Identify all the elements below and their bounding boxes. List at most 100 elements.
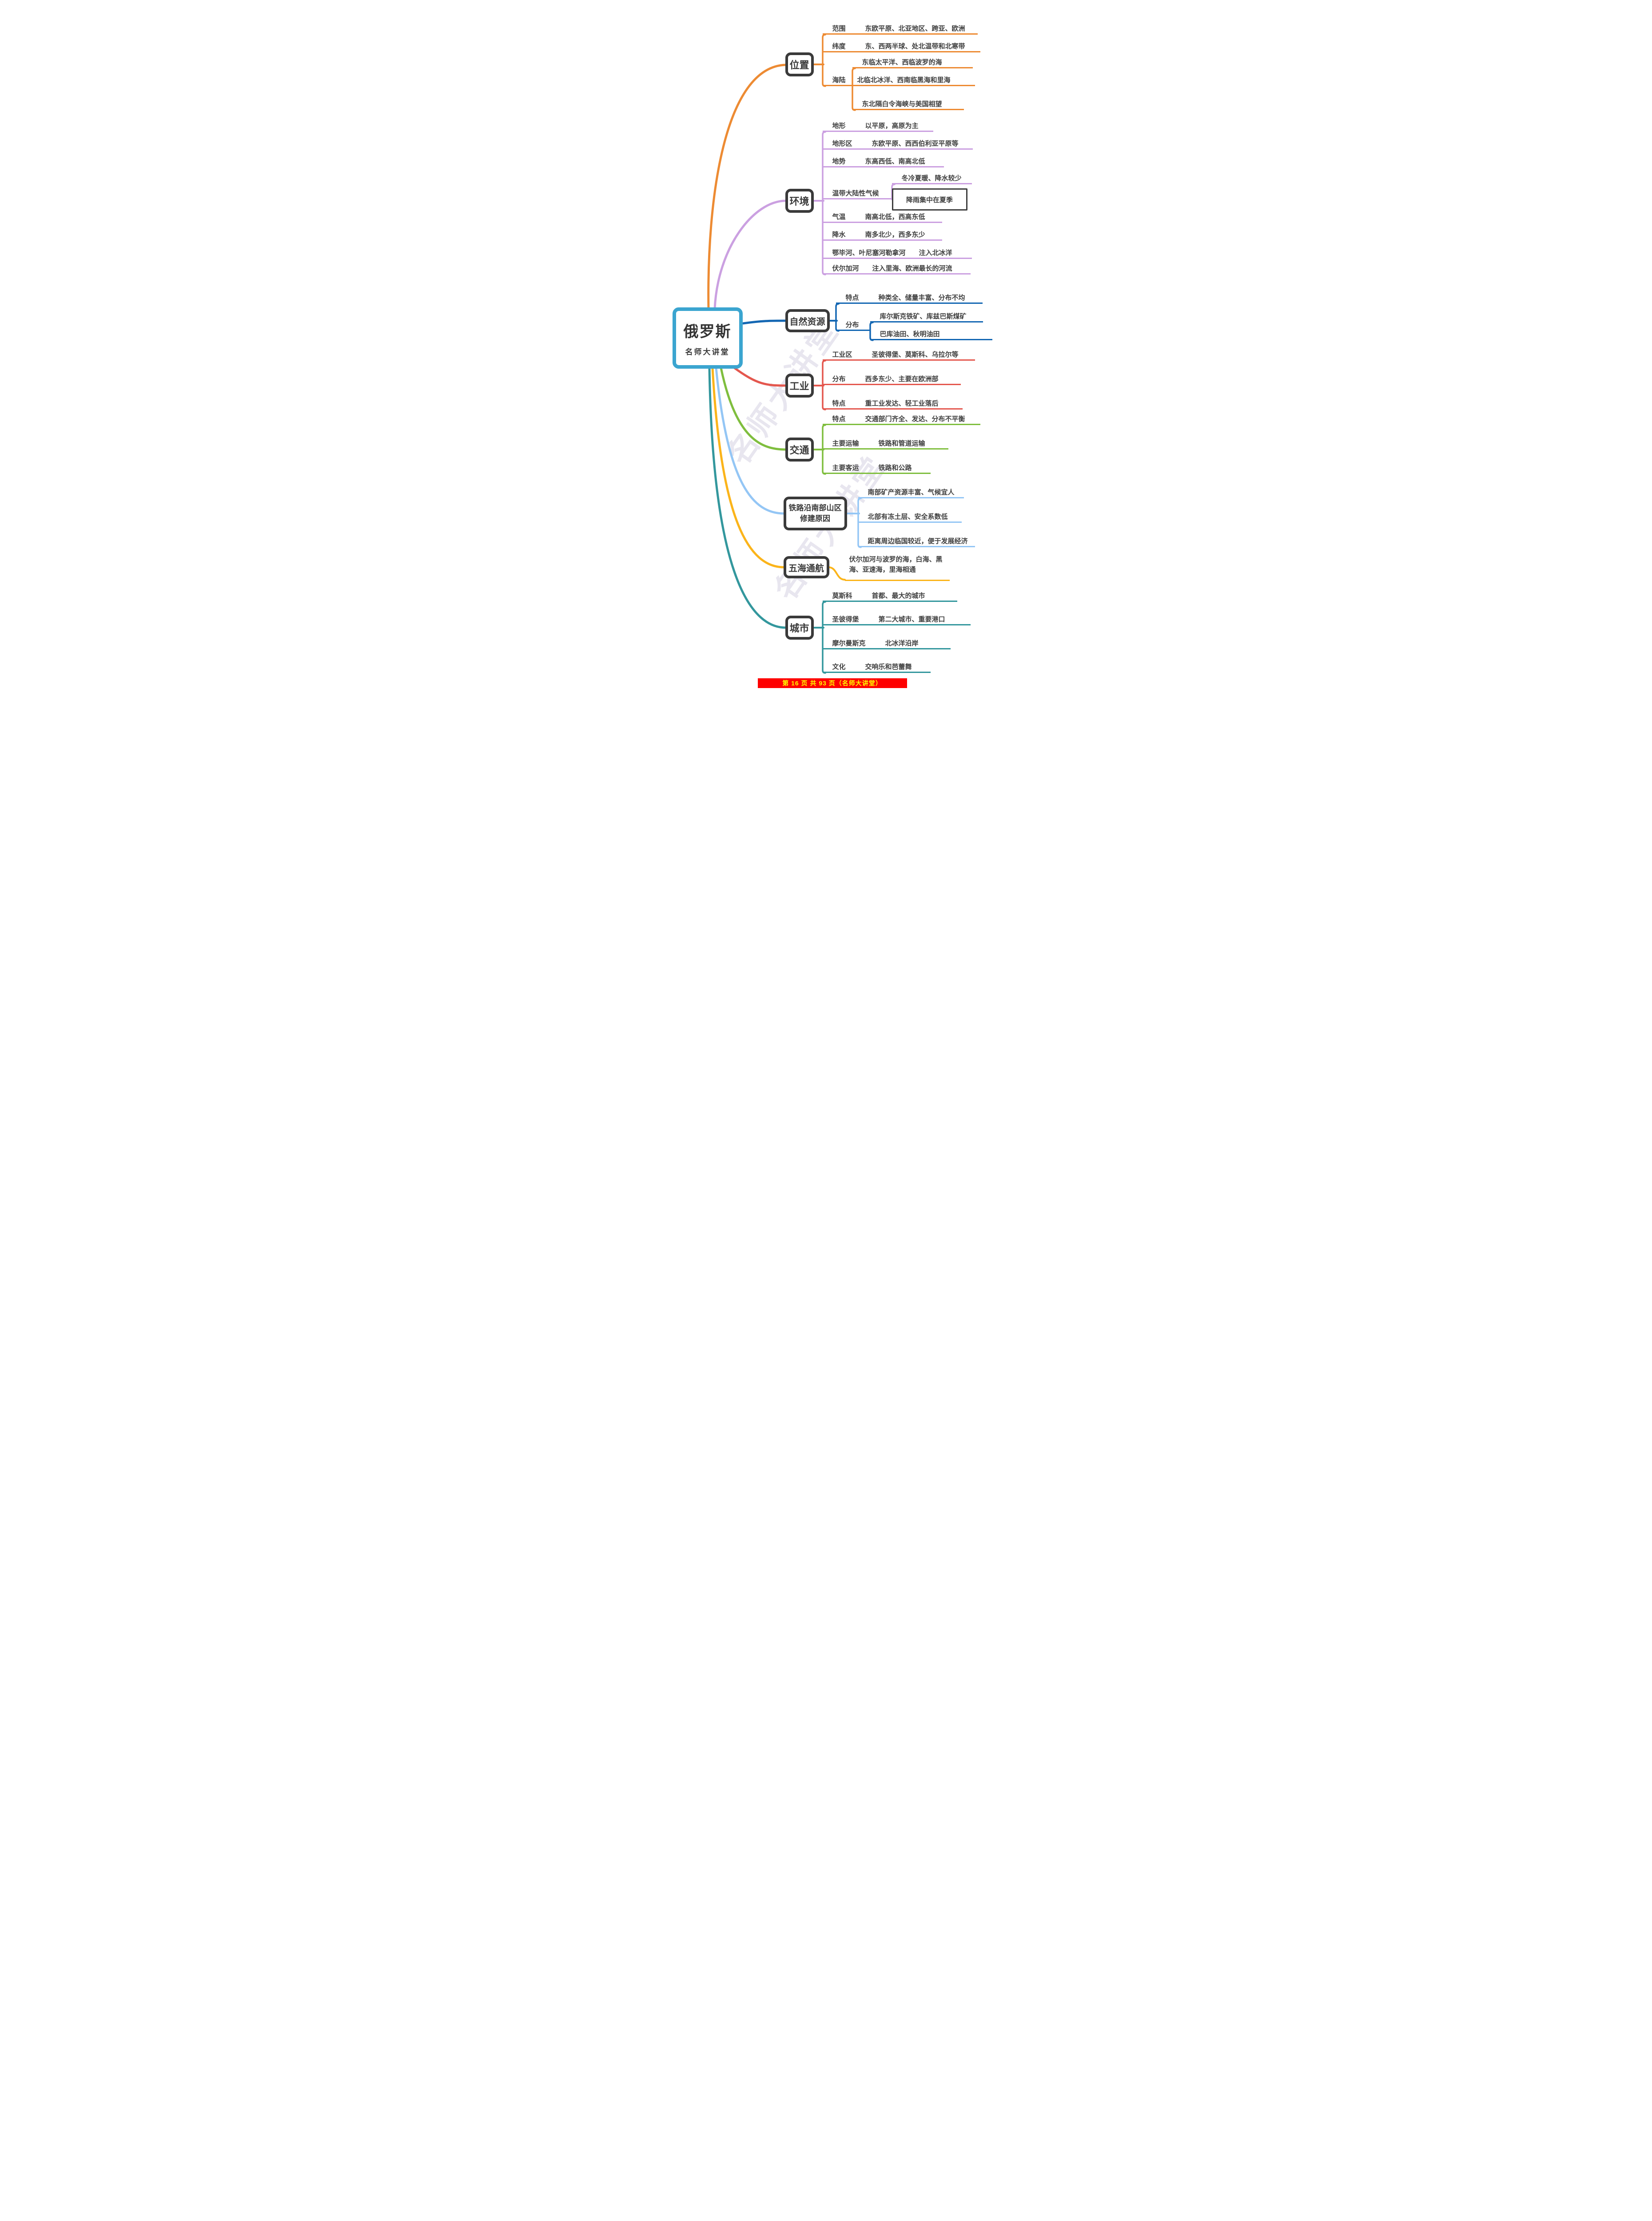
row-label: 范围 xyxy=(832,24,846,32)
curve-cities xyxy=(708,366,787,629)
row-label: 特点 xyxy=(832,415,846,423)
row-env-climate-winter: 冬冷夏暖、降水较少 xyxy=(892,171,972,184)
row-env-relief: 地势 东高西低、南高北低 xyxy=(822,155,944,167)
row-railway-economy: 距离周边临国较近，便于发展经济 xyxy=(858,534,975,547)
curve-seas xyxy=(711,366,785,569)
trunk-climate xyxy=(891,183,896,200)
branch-environment: 环境 xyxy=(785,189,814,213)
row-label: 圣彼得堡 xyxy=(832,615,859,623)
row-label: 纬度 xyxy=(832,42,846,50)
row-value: 巴库油田、秋明油田 xyxy=(880,330,940,338)
row-label: 文化 xyxy=(832,663,846,671)
row-value: 北冰洋沿岸 xyxy=(885,639,919,647)
row-location-scope: 范围 东欧平原、北亚地区、跨亚、欧洲 xyxy=(822,22,978,35)
row-res-mines: 库尔斯克铁矿、库兹巴斯煤矿 xyxy=(870,310,983,322)
mindmap-page: 名师大讲堂 名师大讲堂 俄罗斯 名师大讲堂 xyxy=(619,0,1033,690)
branch-location: 位置 xyxy=(785,52,814,76)
row-label: 主要客运 xyxy=(832,464,859,472)
row-location-sea-land: 海陆 北临北冰洋、西南临黑海和里海 xyxy=(822,73,975,86)
row-city-culture: 文化 交响乐和芭蕾舞 xyxy=(822,660,931,673)
row-value: 西多东少、主要在欧洲部 xyxy=(865,375,939,383)
row-value: 以平原，高原为主 xyxy=(865,122,919,130)
row-env-terrain-zones: 地形区 东欧平原、西西伯利亚平原等 xyxy=(822,137,973,150)
row-value: 种类全、储量丰富、分布不均 xyxy=(878,294,965,302)
central-subtitle: 名师大讲堂 xyxy=(685,348,730,356)
row-res-features: 特点 种类全、储量丰富、分布不均 xyxy=(836,291,983,304)
row-label: 莫斯科 xyxy=(832,592,852,600)
row-label: 特点 xyxy=(845,294,859,302)
row-value: 北临北冰洋、西南临黑海和里海 xyxy=(857,76,951,84)
row-value: 铁路和管道运输 xyxy=(878,439,925,447)
row-railway-north: 北部有冻土层、安全系数低 xyxy=(858,510,962,523)
row-city-petersburg: 圣彼得堡 第二大城市、重要港口 xyxy=(822,613,971,625)
row-location-sea-northeast: 东北隔白令海峡与美国相望 xyxy=(852,97,964,110)
row-env-climate: 温带大陆性气候 xyxy=(822,187,892,199)
curve-railway xyxy=(715,366,785,515)
row-value: 距离周边临国较近，便于发展经济 xyxy=(868,537,968,545)
branch-cities: 城市 xyxy=(785,616,814,640)
row-value: 南部矿产资源丰富、气候宜人 xyxy=(868,488,955,496)
row-value: 东北隔白令海峡与美国相望 xyxy=(862,100,942,108)
row-value: 注入里海、欧洲最长的河流 xyxy=(872,264,952,272)
row-transport-features: 特点 交通部门齐全、发达、分布不平衡 xyxy=(822,412,980,425)
row-transport-freight: 主要运输 铁路和管道运输 xyxy=(822,437,948,450)
curve-resources xyxy=(742,319,787,325)
row-value: 交响乐和芭蕾舞 xyxy=(865,663,912,671)
row-value: 第二大城市、重要港口 xyxy=(878,615,945,623)
central-title: 俄罗斯 xyxy=(683,323,732,340)
curve-transport xyxy=(720,366,787,451)
link-seas xyxy=(827,566,846,581)
row-value: 南高北低，西高东低 xyxy=(865,213,925,221)
row-value: 圣彼得堡、莫斯科、乌拉尔等 xyxy=(872,350,959,358)
row-env-terrain: 地形 以平原，高原为主 xyxy=(822,119,933,132)
row-city-murmansk: 摩尔曼斯克 北冰洋沿岸 xyxy=(822,637,951,649)
branch-transport: 交通 xyxy=(785,438,814,462)
row-industry-features: 特点 重工业发达、轻工业落后 xyxy=(822,397,963,410)
row-env-precipitation: 降水 南多北少，西多东少 xyxy=(822,228,942,241)
row-label: 地势 xyxy=(832,157,846,165)
row-value: 交通部门齐全、发达、分布不平衡 xyxy=(865,415,965,423)
row-value: 东欧平原、西西伯利亚平原等 xyxy=(872,139,959,147)
row-res-oilfields: 巴库油田、秋明油田 xyxy=(870,327,992,340)
row-railway-south: 南部矿产资源丰富、气候宜人 xyxy=(858,486,964,498)
branch-railway-reason: 铁路沿南部山区修建原因 xyxy=(783,497,847,530)
central-topic: 俄罗斯 名师大讲堂 xyxy=(672,307,743,369)
row-transport-passenger: 主要客运 铁路和公路 xyxy=(822,461,931,474)
branch-resources: 自然资源 xyxy=(785,309,830,332)
row-location-latitude: 纬度 东、西两半球、处北温带和北寒带 xyxy=(822,40,980,52)
row-label: 降水 xyxy=(832,231,846,239)
node-summer-rain-box: 降雨集中在夏季 xyxy=(892,188,967,211)
curve-industry xyxy=(733,366,787,387)
row-env-rivers-north: 鄂毕河、叶尼塞河勒拿河 注入北冰洋 xyxy=(822,246,972,259)
page-number-banner: 第 16 页 共 93 页（名师大讲堂） xyxy=(757,678,907,688)
curve-location xyxy=(707,64,787,310)
row-label: 特点 xyxy=(832,399,846,407)
row-label: 鄂毕河、叶尼塞河勒拿河 xyxy=(832,249,906,257)
branch-industry: 工业 xyxy=(785,374,814,398)
row-value: 南多北少，西多东少 xyxy=(865,231,925,239)
row-industry-distribution: 分布 西多东少、主要在欧洲部 xyxy=(822,372,961,385)
curve-environment xyxy=(713,199,787,310)
row-label: 主要运输 xyxy=(832,439,859,447)
row-env-volga: 伏尔加河 注入里海、欧洲最长的河流 xyxy=(822,262,971,275)
row-city-moscow: 莫斯科 首都、最大的城市 xyxy=(822,589,957,602)
row-label: 分布 xyxy=(845,321,859,329)
row-value: 铁路和公路 xyxy=(878,464,912,472)
row-industry-zones: 工业区 圣彼得堡、莫斯科、乌拉尔等 xyxy=(822,348,975,361)
row-label: 气温 xyxy=(832,213,846,221)
row-label: 工业区 xyxy=(832,350,852,358)
row-value: 东临太平洋、西临波罗的海 xyxy=(862,58,942,66)
row-label: 伏尔加河 xyxy=(832,264,859,272)
row-value: 重工业发达、轻工业落后 xyxy=(865,399,939,407)
branch-five-seas: 五海通航 xyxy=(783,556,829,578)
row-label: 温带大陆性气候 xyxy=(832,189,879,197)
row-label: 分布 xyxy=(832,375,846,383)
row-value: 冬冷夏暖、降水较少 xyxy=(901,174,962,182)
row-label: 地形区 xyxy=(832,139,852,147)
row-value: 首都、最大的城市 xyxy=(872,592,925,600)
row-label: 摩尔曼斯克 xyxy=(832,639,866,647)
row-value: 东高西低、南高北低 xyxy=(865,157,925,165)
row-res-distribution: 分布 xyxy=(836,318,870,331)
row-value: 东欧平原、北亚地区、跨亚、欧洲 xyxy=(865,24,965,32)
row-location-sea-east: 东临太平洋、西临波罗的海 xyxy=(852,56,973,68)
